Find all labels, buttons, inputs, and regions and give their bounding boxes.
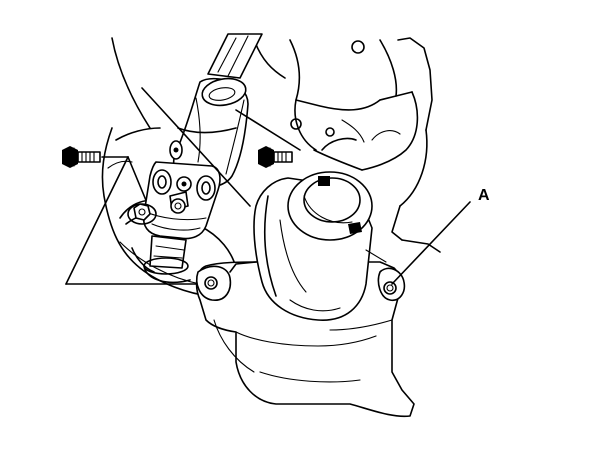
steering-shaft-upper xyxy=(207,33,263,79)
callout-a-label: A xyxy=(478,187,490,204)
upper-yoke xyxy=(169,77,249,189)
pinch-bolt xyxy=(127,203,157,225)
background-housing xyxy=(111,37,441,253)
right-mounting-bolt xyxy=(258,146,293,168)
lower-shaft xyxy=(143,235,191,284)
gearbox-body xyxy=(195,171,415,418)
callout-a: A xyxy=(391,187,490,285)
universal-joint-cross xyxy=(142,161,221,240)
left-mounting-bolt xyxy=(62,146,101,168)
yoke-leader-line xyxy=(141,87,301,207)
callout-a-leader xyxy=(391,201,471,285)
